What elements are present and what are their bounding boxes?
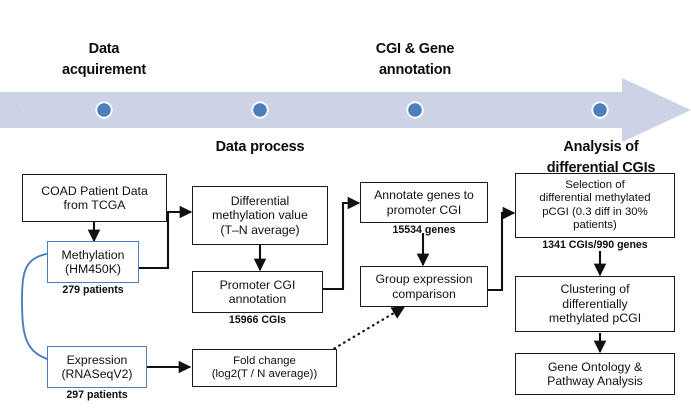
node-methylation[interactable]: Methylation (HM450K) xyxy=(47,241,139,283)
node-differential-methylation-value[interactable]: Differential methylation value (T–N aver… xyxy=(192,186,328,245)
caption-promoter-cgi-count: 15966 CGIs xyxy=(228,314,287,326)
phase-label-annotation: CGI & Gene annotation xyxy=(375,41,455,79)
timeline-banner-body xyxy=(9,78,691,142)
phase-label-analysis: Analysis of differential CGIs xyxy=(546,139,656,177)
timeline-marker-annotation-dot xyxy=(408,103,422,117)
node-expression[interactable]: Expression (RNASeqV2) xyxy=(47,346,147,388)
timeline-marker-acquirement-dot xyxy=(97,103,111,117)
caption-methylation-patients: 279 patients xyxy=(62,284,124,296)
timeline-marker-process-dot xyxy=(253,103,267,117)
node-gene-ontology-pathway-analysis[interactable]: Gene Ontology & Pathway Analysis xyxy=(515,353,675,395)
phase-label-acquirement: Data acquirement xyxy=(61,41,147,79)
node-selection-differential-methylated-pcgi[interactable]: Selection of differential methylated pCG… xyxy=(515,173,675,238)
node-coad-patient-data[interactable]: COAD Patient Data from TCGA xyxy=(22,174,167,222)
connector-group-to-selection xyxy=(487,206,516,292)
connector-methylation-expression-bracket xyxy=(21,252,51,361)
node-promoter-cgi-annotation[interactable]: Promoter CGI annotation xyxy=(192,271,323,313)
caption-expression-patients: 297 patients xyxy=(66,389,128,401)
node-group-expression-comparison[interactable]: Group expression comparison xyxy=(360,266,488,307)
connector-promoter-to-annotate xyxy=(323,196,361,291)
connector-methylation-to-diff-meth xyxy=(139,205,193,270)
node-clustering-differentially-methylated-pcgi[interactable]: Clustering of differentially methylated … xyxy=(515,276,675,332)
connector-foldchange-to-group xyxy=(318,305,406,359)
node-fold-change[interactable]: Fold change (log2(T / N average)) xyxy=(192,349,337,387)
timeline-marker-analysis-dot xyxy=(593,103,607,117)
phase-label-process: Data process xyxy=(215,139,305,155)
caption-annotate-genes-count: 15534 genes xyxy=(392,224,456,236)
caption-selection-counts: 1341 CGIs/990 genes xyxy=(542,239,648,251)
node-annotate-genes-to-promoter-cgi[interactable]: Annotate genes to promoter CGI xyxy=(360,182,488,223)
timeline-banner xyxy=(0,92,24,128)
